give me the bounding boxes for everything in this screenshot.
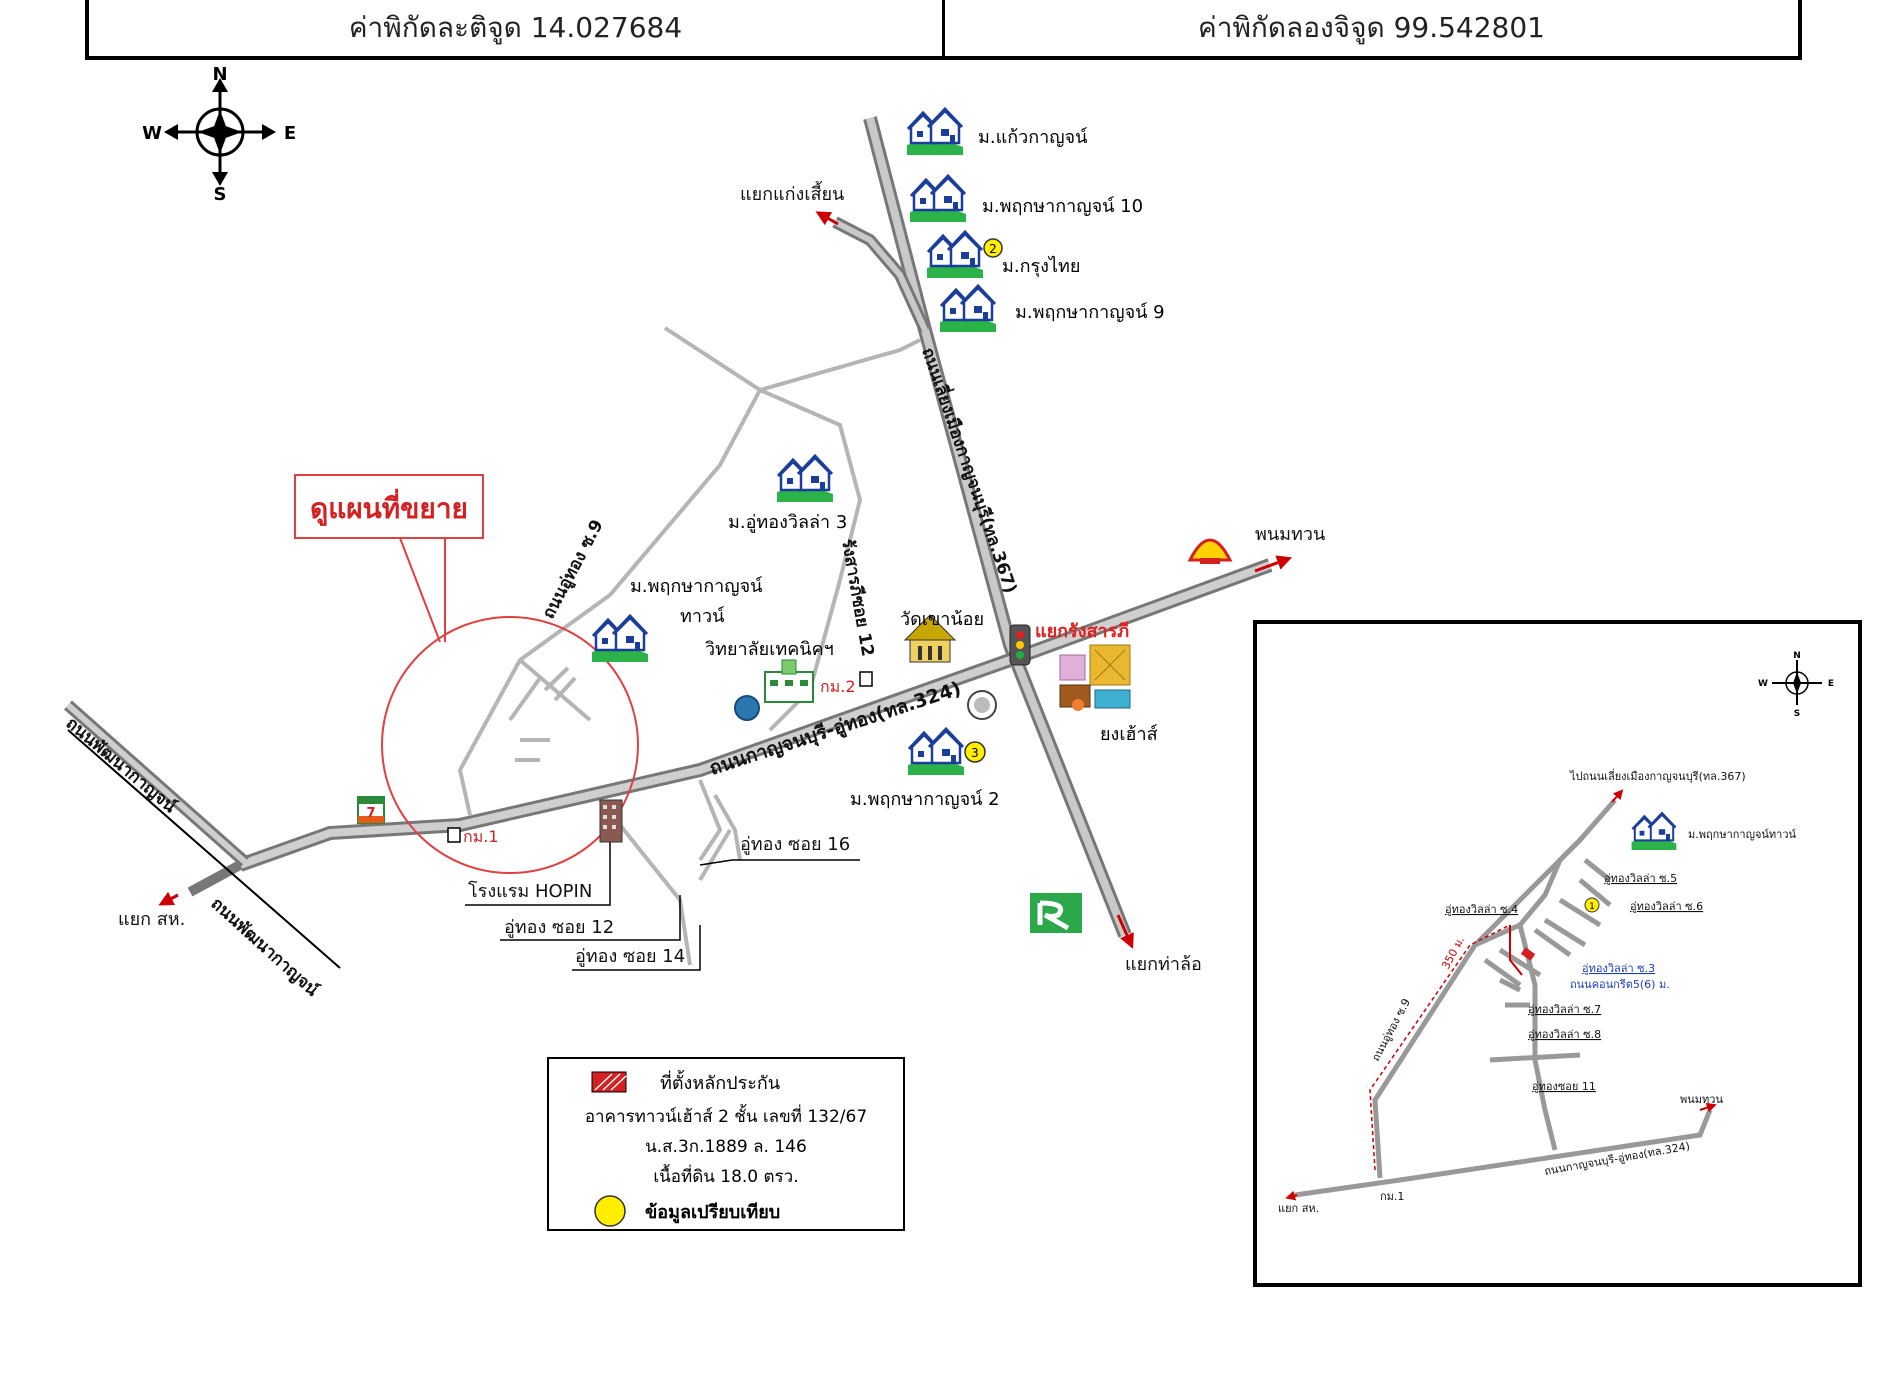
inset-village: ม.พฤกษากาญจน์ทาวน์ (1688, 828, 1797, 841)
house-icon (906, 727, 966, 775)
tha-lo-label: แยกท่าล้อ (1125, 954, 1202, 975)
village-pruksa-10: ม.พฤกษากาญจน์ 10 (982, 196, 1143, 217)
u-thong-soi-14-label: อู่ทอง ซอย 14 (575, 946, 685, 967)
legend-collateral-title: ที่ตั้งหลักประกัน (660, 1070, 780, 1094)
u-thong-soi-9-label: ถนนอู่ทอง ซ.9 (539, 517, 609, 623)
km2-label: กม.2 (820, 677, 856, 696)
inset-so-ho: แยก สห. (1278, 1202, 1319, 1215)
green-logo-icon (1030, 893, 1082, 933)
soi-labels: อู่ทอง ซอย 16 โรงแรม HOPIN อู่ทอง ซอย 12… (465, 820, 860, 971)
latitude-label: ค่าพิกัดละติจูด 14.027684 (348, 11, 683, 44)
inset-compass-e: E (1828, 679, 1834, 689)
village-pruksa-town-2: ทาวน์ (680, 606, 725, 627)
kaeng-sian-label: แยกแก่งเสี้ยน (740, 181, 844, 205)
longitude-label: ค่าพิกัดลองจิจูด 99.542801 (942, 0, 1798, 56)
yong-house-icon (1059, 644, 1131, 711)
places: วัดเขาน้อย วิทยาลัยเทคนิคฯ กม.2 กม.1 (357, 538, 1233, 933)
inset-villa-8: อู่ทองวิลล่า ซ.8 (1528, 1028, 1601, 1041)
village-krung-thai: ม.กรุงไทย (1002, 255, 1080, 277)
shell-logo-icon (1187, 538, 1233, 564)
legend-line-2: น.ส.3ก.1889 ล. 146 (645, 1137, 807, 1157)
inset-villa-4: อู่ทองวิลล่า ซ.4 (1445, 903, 1518, 916)
u-thong-soi-12-label: อู่ทอง ซอย 12 (504, 917, 614, 938)
legend: ที่ตั้งหลักประกัน อาคารทาวน์เฮ้าส์ 2 ชั้… (547, 1057, 905, 1231)
house-icon (590, 614, 650, 662)
highway-367-label: ถนนเลี่ยงเมืองกาญจนบุรี(ทล.367) (917, 344, 1023, 596)
inset-marker-1: 1 (1589, 902, 1595, 912)
km-post-icon (447, 827, 461, 843)
college-label: วิทยาลัยเทคนิคฯ (705, 639, 834, 660)
inset-villa-3: อู่ทองวิลล่า ซ.3 (1582, 962, 1655, 975)
u-thong-soi-16-label: อู่ทอง ซอย 16 (740, 834, 850, 855)
inset-map: N S E W (1253, 620, 1862, 1287)
compass-w: W (142, 123, 162, 144)
km1-label: กม.1 (463, 827, 499, 846)
coordinate-bar: ค่าพิกัดละติจูด 14.027684 ค่าพิกัดลองจิจ… (85, 0, 1802, 60)
villages: ม.แก้วกาญจน์ ม.พฤกษากาญจน์ 10 2 ม.กรุงไท… (590, 107, 1165, 810)
inset-km1: กม.1 (1380, 1190, 1404, 1203)
compass-e: E (284, 123, 296, 144)
inset-villa-7: อู่ทองวิลล่า ซ.7 (1528, 1003, 1601, 1016)
college-logo-icon (734, 695, 760, 721)
round-logo-icon (967, 690, 997, 720)
village-pruksa-town-1: ม.พฤกษากาญจน์ (630, 576, 763, 597)
village-u-thong-villa-3: ม.อู่ทองวิลล่า 3 (728, 512, 847, 533)
inset-villa-5: อู่ทองวิลล่า ซ.5 (1604, 872, 1677, 885)
inset-compass-w: W (1758, 679, 1768, 689)
wat-label: วัดเขาน้อย (900, 609, 984, 630)
inset-compass-n: N (1793, 651, 1801, 661)
highway-324 (158, 555, 1293, 906)
house-icon (925, 230, 985, 278)
inset-compass: N S E W (1758, 651, 1834, 719)
phanom-thuan-label: พนมทวน (1255, 524, 1325, 545)
compass-rose: N S E W (142, 64, 296, 205)
phatthana-roads (64, 700, 341, 969)
seven-eleven-icon: 7 (357, 796, 385, 824)
phatthana-road-2-label: ถนนพัฒนากาญจน์ (207, 893, 323, 1001)
rangsarapee-soi-12-label: รังสารภีซอย 12 (837, 537, 878, 658)
highway-367 (815, 116, 1134, 949)
so-ho-label: แยก สห. (118, 909, 185, 930)
minor-roads (457, 326, 921, 966)
zoom-map-label: ดูแผนที่ขยาย (310, 488, 468, 526)
village-pruksa-9: ม.พฤกษากาญจน์ 9 (1015, 302, 1165, 323)
junction-label: แยกรังสารภี (1035, 621, 1129, 642)
destination-labels: แยกแก่งเสี้ยน พนมทวน แยกท่าล้อ แยก สห. แ… (118, 181, 1325, 975)
village-kaew-kan: ม.แก้วกาญจน์ (978, 127, 1088, 148)
village-pruksa-2: ม.พฤกษากาญจน์ 2 (850, 789, 1000, 810)
inset-soi-11: อู่ทองซอย 11 (1532, 1080, 1596, 1093)
inset-compass-s: S (1794, 709, 1800, 719)
inset-concrete-road: ถนนคอนกรีต5(6) ม. (1570, 978, 1670, 991)
house-icon (908, 174, 968, 222)
comparison-marker-2: 2 (989, 242, 997, 256)
hotel-building-icon (599, 799, 623, 843)
comparison-marker-icon (594, 1195, 626, 1227)
house-icon (775, 454, 835, 502)
inset-to-bypass: ไปถนนเลี่ยงเมืองกาญจนบุรี(ทล.367) (1569, 768, 1746, 783)
compass-n: N (212, 64, 227, 85)
legend-line-3: เนื้อที่ดิน 18.0 ตรว. (653, 1164, 798, 1187)
svg-text:7: 7 (366, 806, 375, 821)
comparison-marker-3: 3 (971, 746, 979, 760)
college-icon (764, 659, 814, 703)
hotel-label: โรงแรม HOPIN (468, 880, 592, 902)
phatthana-road-1-label: ถนนพัฒนากาญจน์ (62, 713, 181, 818)
traffic-light-icon (1009, 624, 1031, 666)
house-icon (905, 107, 965, 155)
inset-phanom-thuan: พนมทวน (1680, 1093, 1723, 1106)
legend-line-1: อาคารทาวน์เฮ้าส์ 2 ชั้น เลขที่ 132/67 (585, 1104, 867, 1127)
compass-s: S (214, 184, 227, 205)
legend-comparison: ข้อมูลเปรียบเทียบ (645, 1202, 780, 1224)
inset-villa-6: อู่ทองวิลล่า ซ.6 (1630, 900, 1703, 913)
house-icon (938, 284, 998, 332)
temple-icon (903, 614, 957, 663)
road-labels: ถนนเลี่ยงเมืองกาญจนบุรี(ทล.367) ถนนกาญจน… (62, 344, 1023, 1001)
zoom-callout[interactable]: ดูแผนที่ขยาย (294, 474, 639, 874)
yong-house-label: ยงเฮ้าส์ (1100, 724, 1158, 745)
km-post-icon (859, 671, 873, 687)
